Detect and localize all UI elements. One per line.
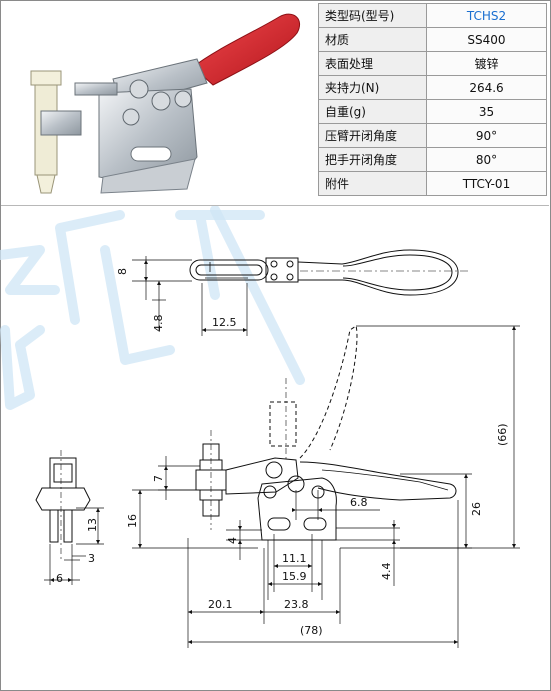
dim-slot-15: 15.9	[282, 570, 307, 583]
top-view-dimensions	[132, 256, 248, 336]
dimension-arrowhead	[292, 508, 296, 512]
dim-height-26: 26	[470, 502, 483, 516]
spec-value: 镀锌	[426, 51, 547, 76]
dimension-arrowhead	[238, 526, 242, 530]
dimension-arrowhead	[464, 474, 468, 478]
dim-hole: 6.8	[350, 496, 368, 509]
front-view-dimensions	[132, 325, 520, 648]
side-view-dimensions	[44, 507, 104, 585]
dim-total-height: 16	[126, 514, 139, 528]
spec-value: SS400	[426, 27, 547, 52]
dimension-arrowhead	[243, 328, 247, 332]
dimension-arrowhead	[50, 578, 54, 582]
dimension-labels: 8 4.8 12.5 6 3 13 16 7 6.8 4 11.1 15.9 4…	[56, 268, 509, 637]
spec-value: 90°	[426, 123, 547, 148]
dim-slot-11: 11.1	[282, 552, 307, 565]
dimension-arrowhead	[96, 508, 100, 512]
dimension-arrowhead	[188, 610, 192, 614]
dimension-arrowhead	[454, 640, 458, 644]
spec-row-arm-angle: 压臂开闭角度 90°	[318, 123, 547, 148]
dimension-arrowhead	[68, 578, 72, 582]
dim-238: 23.8	[284, 598, 309, 611]
dimension-arrowhead	[268, 582, 272, 586]
dimension-arrowhead	[336, 610, 340, 614]
dimension-arrowhead	[512, 326, 516, 330]
dim-side-offset: 3	[88, 552, 95, 565]
top-view	[189, 249, 470, 296]
dimension-arrowheads	[50, 260, 516, 644]
front-view	[195, 325, 457, 541]
dimension-arrowhead	[260, 610, 264, 614]
dimension-arrowhead	[164, 466, 168, 470]
dim-side-height: 13	[86, 518, 99, 532]
spec-label: 压臂开闭角度	[318, 123, 427, 148]
watermark-graphic	[0, 206, 305, 410]
dim-side-width: 6	[56, 572, 63, 585]
dimension-arrowhead	[138, 490, 142, 494]
dimension-arrowhead	[144, 260, 148, 264]
dimension-arrowhead	[157, 281, 161, 285]
technical-drawing: 8 4.8 12.5 6 3 13 16 7 6.8 4 11.1 15.9 4…	[0, 206, 520, 648]
dim-top-height: 8	[116, 268, 129, 275]
spec-value: 35	[426, 99, 547, 124]
spec-label: 把手开闭角度	[318, 147, 427, 172]
spec-table: 类型码(型号) TCHS2 材质 SS400 表面处理 镀锌 夹持力(N) 26…	[318, 3, 547, 196]
dim-base-4: 4	[226, 537, 239, 544]
product-photo	[1, 1, 317, 204]
spec-value: 80°	[426, 147, 547, 172]
dimension-arrowhead	[164, 486, 168, 490]
spec-row-weight: 自重(g) 35	[318, 99, 547, 124]
dimension-arrowhead	[188, 640, 192, 644]
spec-label: 材质	[318, 27, 427, 52]
spec-label: 附件	[318, 171, 427, 196]
dimension-arrowhead	[318, 582, 322, 586]
dimension-arrowhead	[392, 524, 396, 528]
dim-base-44: 4.4	[380, 563, 393, 581]
dimension-arrowhead	[96, 540, 100, 544]
dimension-arrowhead	[464, 544, 468, 548]
section-divider	[1, 205, 549, 206]
spec-row-type-code: 类型码(型号) TCHS2	[318, 3, 547, 28]
dim-201: 20.1	[208, 598, 233, 611]
spec-row-clamp-force: 夹持力(N) 264.6	[318, 75, 547, 100]
dimension-arrowhead	[318, 508, 322, 512]
spec-label: 表面处理	[318, 51, 427, 76]
spec-row-handle-angle: 把手开闭角度 80°	[318, 147, 547, 172]
dimension-arrowhead	[274, 564, 278, 568]
dimension-arrowhead	[238, 540, 242, 544]
spec-row-surface: 表面处理 镀锌	[318, 51, 547, 76]
spec-row-accessory: 附件 TTCY-01	[318, 171, 547, 196]
dimension-arrowhead	[512, 544, 516, 548]
dimension-arrowhead	[202, 328, 206, 332]
side-view	[35, 450, 91, 560]
dimension-arrowhead	[392, 540, 396, 544]
spec-label: 夹持力(N)	[318, 75, 427, 100]
spec-value: 264.6	[426, 75, 547, 100]
spec-label: 自重(g)	[318, 99, 427, 124]
dimension-arrowhead	[138, 544, 142, 548]
spec-label: 类型码(型号)	[318, 3, 427, 28]
dim-arm-height: 7	[152, 475, 165, 482]
dim-top-offset: 4.8	[152, 315, 165, 333]
spec-value: TCHS2	[426, 3, 547, 28]
dimension-arrowhead	[308, 564, 312, 568]
clamp-photo-illustration	[30, 13, 301, 194]
dim-top-width: 12.5	[212, 316, 237, 329]
dim-total-length: (78)	[300, 624, 323, 637]
dimension-arrowhead	[144, 277, 148, 281]
spec-row-material: 材质 SS400	[318, 27, 547, 52]
spec-value: TTCY-01	[426, 171, 547, 196]
dim-height-66: (66)	[496, 423, 509, 446]
